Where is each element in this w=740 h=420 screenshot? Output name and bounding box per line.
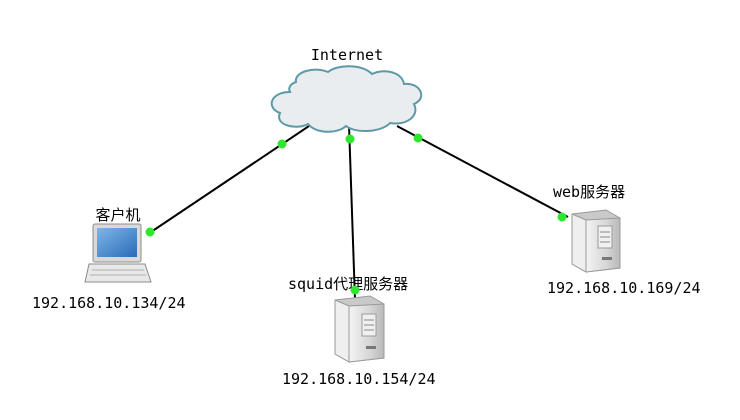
proxy-label: squid代理服务器 <box>288 275 408 293</box>
port-dot-proxy-cloud-end <box>345 134 355 144</box>
port-dot-web-end <box>557 212 567 222</box>
port-dot-client-end <box>145 227 155 237</box>
proxy-ip-label: 192.168.10.154/24 <box>282 370 436 388</box>
web-ip-label: 192.168.10.169/24 <box>547 279 701 297</box>
proxy-server-icon <box>334 295 385 363</box>
port-dot-client-cloud-end <box>277 139 287 149</box>
laptop-icon <box>84 223 152 283</box>
port-dot-proxy-end <box>350 285 360 295</box>
internet-cloud-icon <box>270 65 423 133</box>
internet-label: Internet <box>311 46 383 64</box>
web-server-icon <box>571 209 621 273</box>
port-dots <box>145 133 567 295</box>
link-web-internet <box>396 125 569 218</box>
client-label: 客户机 <box>95 206 140 224</box>
web-label: web服务器 <box>553 183 625 201</box>
client-ip-label: 192.168.10.134/24 <box>32 294 186 312</box>
link-proxy-internet <box>348 124 356 301</box>
port-dot-web-cloud-end <box>413 133 423 143</box>
link-client-internet <box>147 119 319 235</box>
network-links <box>147 119 569 301</box>
